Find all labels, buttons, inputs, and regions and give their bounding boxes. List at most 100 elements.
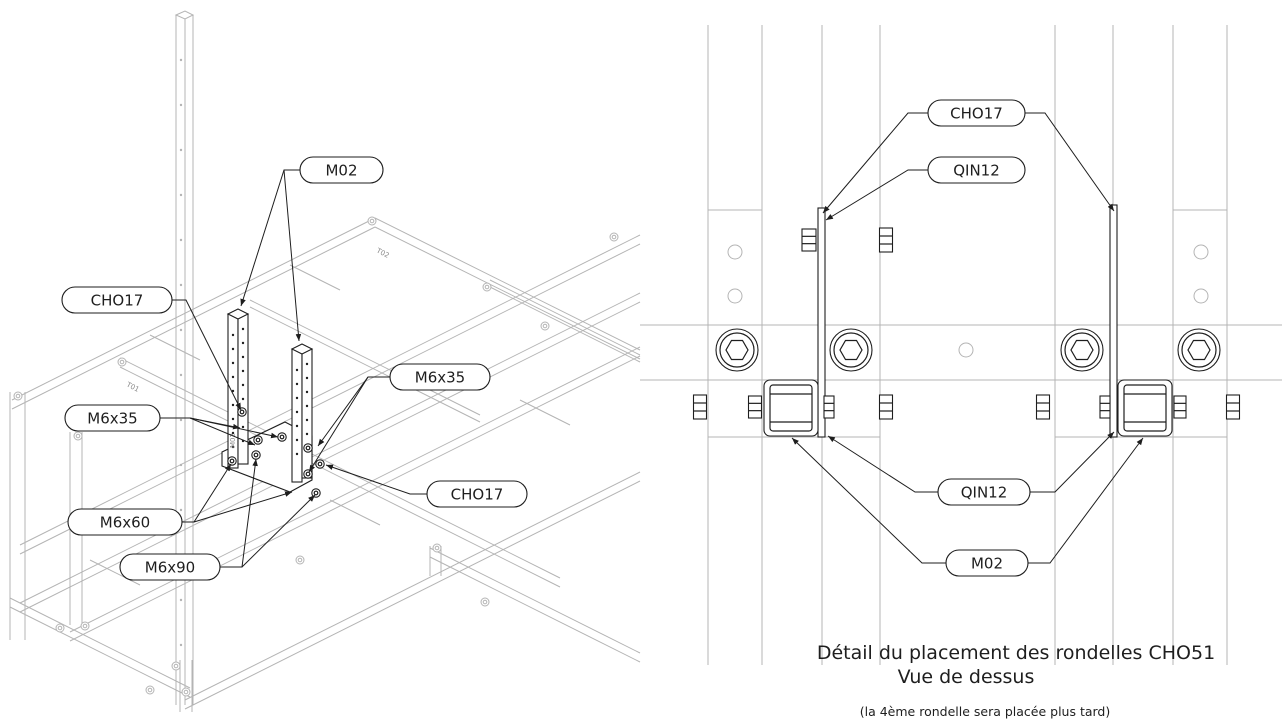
- washer-outer: [829, 328, 873, 372]
- frame-rail-edge: [19, 292, 641, 604]
- bolt-hex-head: [725, 339, 749, 361]
- bolt-center: [279, 434, 285, 440]
- bolt-head: [253, 435, 263, 445]
- callout-cho17-upper: CHO17: [61, 286, 173, 314]
- pole-hole: [179, 508, 183, 512]
- bolt-center: [239, 409, 245, 415]
- callout-bubble: [927, 156, 1026, 184]
- frame-bolt: [117, 357, 127, 367]
- pole-hole: [179, 643, 183, 647]
- frame-rail-edge: [19, 243, 641, 555]
- pole-hole: [179, 58, 183, 62]
- frame-bolt: [540, 321, 550, 331]
- frame-bolt: [55, 623, 65, 633]
- frame-bolt: [145, 685, 155, 695]
- roller-block: [763, 379, 819, 437]
- tube-hole: [295, 396, 299, 400]
- bolt-side: [692, 394, 708, 420]
- detail-title: Détail du placement des rondelles CHO51: [817, 642, 1215, 664]
- detail-subtitle: Vue de dessus: [898, 666, 1035, 688]
- callout-label: M6x35: [415, 369, 465, 387]
- callout-cho17: CHO17: [927, 99, 1026, 127]
- frame-rail-edge: [429, 556, 641, 663]
- frame-bolt: [80, 621, 90, 631]
- bolt-head: [237, 407, 247, 417]
- callout-bubble: [927, 99, 1026, 127]
- frame-hole: [958, 342, 974, 358]
- leader-qin12-lower-b: [1030, 431, 1115, 493]
- pole-hole: [179, 373, 183, 377]
- frame-rail-edge: [249, 306, 481, 423]
- frame-bolt: [482, 282, 492, 292]
- callout-qin12-lower: QIN12: [937, 478, 1031, 506]
- bolt-head: [303, 443, 313, 453]
- tube-hole: [295, 452, 299, 456]
- pole-hole: [179, 148, 183, 152]
- frame-rail-edge: [374, 217, 641, 351]
- leader-qin12-lower-a: [827, 435, 938, 493]
- washer-inner: [1181, 332, 1217, 368]
- bolt-head: [277, 432, 287, 442]
- washer-outer: [1177, 328, 1221, 372]
- frame-rail-edge: [9, 606, 191, 698]
- callout-qin12-upper: QIN12: [927, 156, 1026, 184]
- top-view-frame: [640, 25, 1282, 665]
- bolt-side: [1225, 394, 1241, 420]
- frame-bolt-hole: [542, 323, 548, 329]
- tube-hole: [295, 438, 299, 442]
- bolt-side: [1099, 395, 1111, 419]
- callout-label: M6x90: [145, 559, 195, 577]
- tube-hole: [295, 382, 299, 386]
- callout-bubble: [389, 363, 491, 391]
- tube-hole: [305, 418, 309, 422]
- tube-hole: [231, 361, 235, 365]
- frame-rail-edge: [9, 597, 191, 689]
- bolt-side: [801, 228, 817, 252]
- leader-m6x35-right-b: [308, 376, 369, 473]
- washer-inner: [719, 332, 755, 368]
- bolt-head: [227, 456, 237, 466]
- left-leader-lines: [160, 169, 427, 568]
- tube-hole: [241, 383, 245, 387]
- tube-hole: [231, 431, 235, 435]
- tube-hole: [231, 417, 235, 421]
- tube-hole: [241, 327, 245, 331]
- frame-bolt: [13, 391, 23, 401]
- bolt-head: [315, 459, 325, 469]
- pole-hole: [179, 328, 183, 332]
- detail-note: (la 4ème rondelle sera placée plus tard): [860, 704, 1111, 719]
- callout-bubble: [299, 156, 384, 184]
- pole-hole: [179, 193, 183, 197]
- frame-bolt: [367, 216, 377, 226]
- leader-m6x90-b: [241, 494, 316, 568]
- isometric-frame: [9, 10, 641, 712]
- bolt-side: [747, 395, 763, 419]
- bolt-center: [313, 490, 319, 496]
- callout-label: QIN12: [953, 162, 1000, 180]
- frame-rail-edge: [19, 301, 641, 613]
- frame-rail-edge: [374, 226, 641, 360]
- leader-qin12-upper: [825, 169, 928, 221]
- frame-hole: [1193, 244, 1209, 260]
- frame-rung: [329, 499, 381, 526]
- callout-bubble: [67, 508, 183, 536]
- leader-m02-b: [1028, 437, 1144, 564]
- tube-hole: [295, 424, 299, 428]
- bolt-side: [878, 227, 894, 253]
- leader-m6x35-left-b: [189, 417, 279, 439]
- frame-bolt-hole: [75, 433, 81, 439]
- callout-m02: M02: [945, 549, 1029, 577]
- frame-bolt-hole: [173, 663, 179, 669]
- tube-face: [301, 348, 313, 479]
- bolt-hex-head: [1187, 339, 1211, 361]
- frame-bolt: [181, 687, 191, 697]
- callout-m02: M02: [299, 156, 384, 184]
- bolt-side: [878, 394, 894, 420]
- highlighted-brackets: [221, 308, 325, 498]
- rail-engraving-lower: T01: [124, 380, 140, 394]
- frame-rail-edge: [489, 286, 641, 363]
- frame-bolt-hole: [297, 557, 303, 563]
- frame-hole: [1193, 288, 1209, 304]
- pole-hole: [179, 418, 183, 422]
